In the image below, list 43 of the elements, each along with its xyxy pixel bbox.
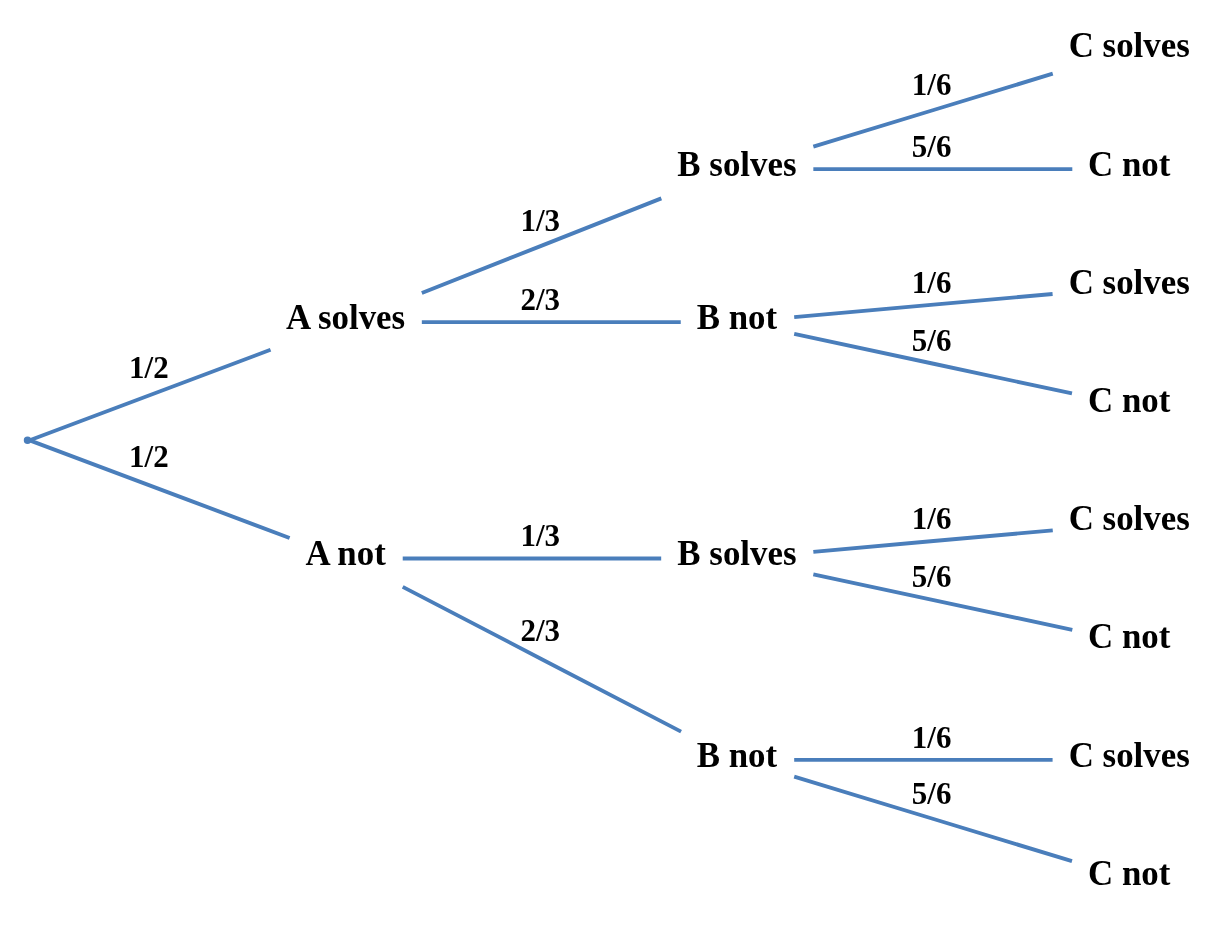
node-text: C not bbox=[1087, 381, 1170, 420]
edge-label: 1/6 bbox=[911, 67, 951, 103]
node-point bbox=[23, 436, 31, 445]
edge-label: 1/6 bbox=[911, 501, 951, 537]
edge-label: 5/6 bbox=[911, 322, 951, 358]
node-text: C solves bbox=[1068, 735, 1190, 775]
node-text: B not bbox=[696, 735, 777, 775]
connector bbox=[401, 585, 682, 734]
connector bbox=[812, 167, 1072, 171]
edge-label: 5/6 bbox=[911, 559, 951, 595]
edge-label: 1/6 bbox=[911, 264, 951, 300]
connector bbox=[420, 196, 662, 295]
node-text: B solves bbox=[676, 144, 796, 184]
node-text: C not bbox=[1087, 617, 1170, 657]
connector bbox=[402, 556, 661, 561]
edge-label: 2/3 bbox=[519, 282, 560, 318]
node-text: B not bbox=[696, 297, 777, 337]
edge-label: 5/6 bbox=[911, 129, 951, 165]
connector bbox=[812, 572, 1073, 632]
connector bbox=[421, 320, 681, 325]
node-text: C solves bbox=[1068, 262, 1190, 302]
node-text: C not bbox=[1087, 853, 1170, 893]
connector bbox=[812, 71, 1053, 149]
node-text: B solves bbox=[676, 534, 796, 574]
node-text: C solves bbox=[1068, 499, 1190, 539]
edge-label: 1/2 bbox=[128, 349, 169, 385]
connector bbox=[793, 758, 1053, 762]
connector bbox=[793, 331, 1072, 396]
connector bbox=[793, 774, 1073, 863]
edge-label: 2/3 bbox=[519, 613, 560, 649]
node-text: C solves bbox=[1068, 26, 1190, 66]
connector bbox=[812, 528, 1053, 554]
node-text: A solves bbox=[285, 297, 405, 337]
edge-label: 1/6 bbox=[911, 719, 951, 755]
edge-label: 1/3 bbox=[519, 202, 560, 238]
node-text: A not bbox=[304, 534, 386, 574]
connector bbox=[29, 347, 271, 442]
connector bbox=[793, 292, 1053, 320]
edge-label: 5/6 bbox=[911, 776, 951, 812]
connector bbox=[29, 438, 290, 540]
edge-label: 1/2 bbox=[128, 439, 169, 475]
node-text: C not bbox=[1087, 144, 1170, 184]
edge-label: 1/3 bbox=[519, 518, 560, 554]
